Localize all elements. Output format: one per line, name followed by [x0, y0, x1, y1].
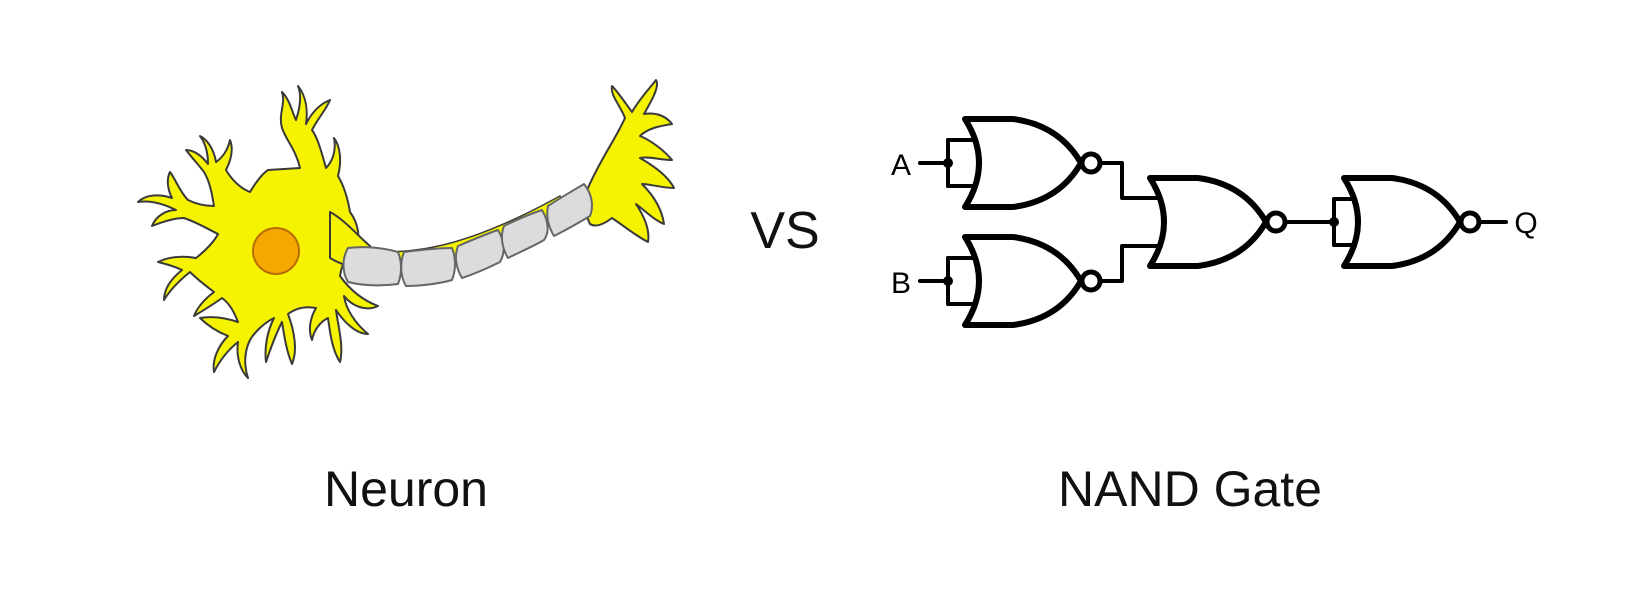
nor-gate-bottom — [965, 237, 1100, 325]
nucleus — [252, 227, 300, 275]
input-b-label: B — [891, 267, 911, 300]
junction-dot — [1329, 217, 1339, 227]
nor-gate-output — [1344, 178, 1479, 266]
myelin-segment — [454, 229, 505, 279]
soma — [137, 85, 379, 379]
myelin-segment — [500, 209, 549, 259]
wire-top-to-middle — [1088, 161, 1174, 200]
junction-dot — [943, 158, 953, 168]
output-q-label: Q — [1514, 207, 1537, 240]
myelin-segment — [400, 247, 456, 287]
nand-circuit-diagram — [918, 138, 1508, 306]
neuron-caption: Neuron — [324, 461, 488, 517]
nor-gate-top — [965, 119, 1100, 207]
wire-bottom-to-middle — [1088, 244, 1174, 283]
myelin-segment — [342, 246, 402, 287]
myelin-segment — [546, 183, 593, 237]
junction-dot — [943, 276, 953, 286]
nand-gate-caption: NAND Gate — [1058, 461, 1322, 517]
myelin-sheath — [342, 183, 593, 287]
nor-gate-middle — [1150, 178, 1285, 266]
vs-label: VS — [750, 202, 819, 260]
input-a-label: A — [891, 149, 911, 182]
neuron-illustration — [137, 79, 675, 379]
axon-terminal — [583, 79, 675, 243]
